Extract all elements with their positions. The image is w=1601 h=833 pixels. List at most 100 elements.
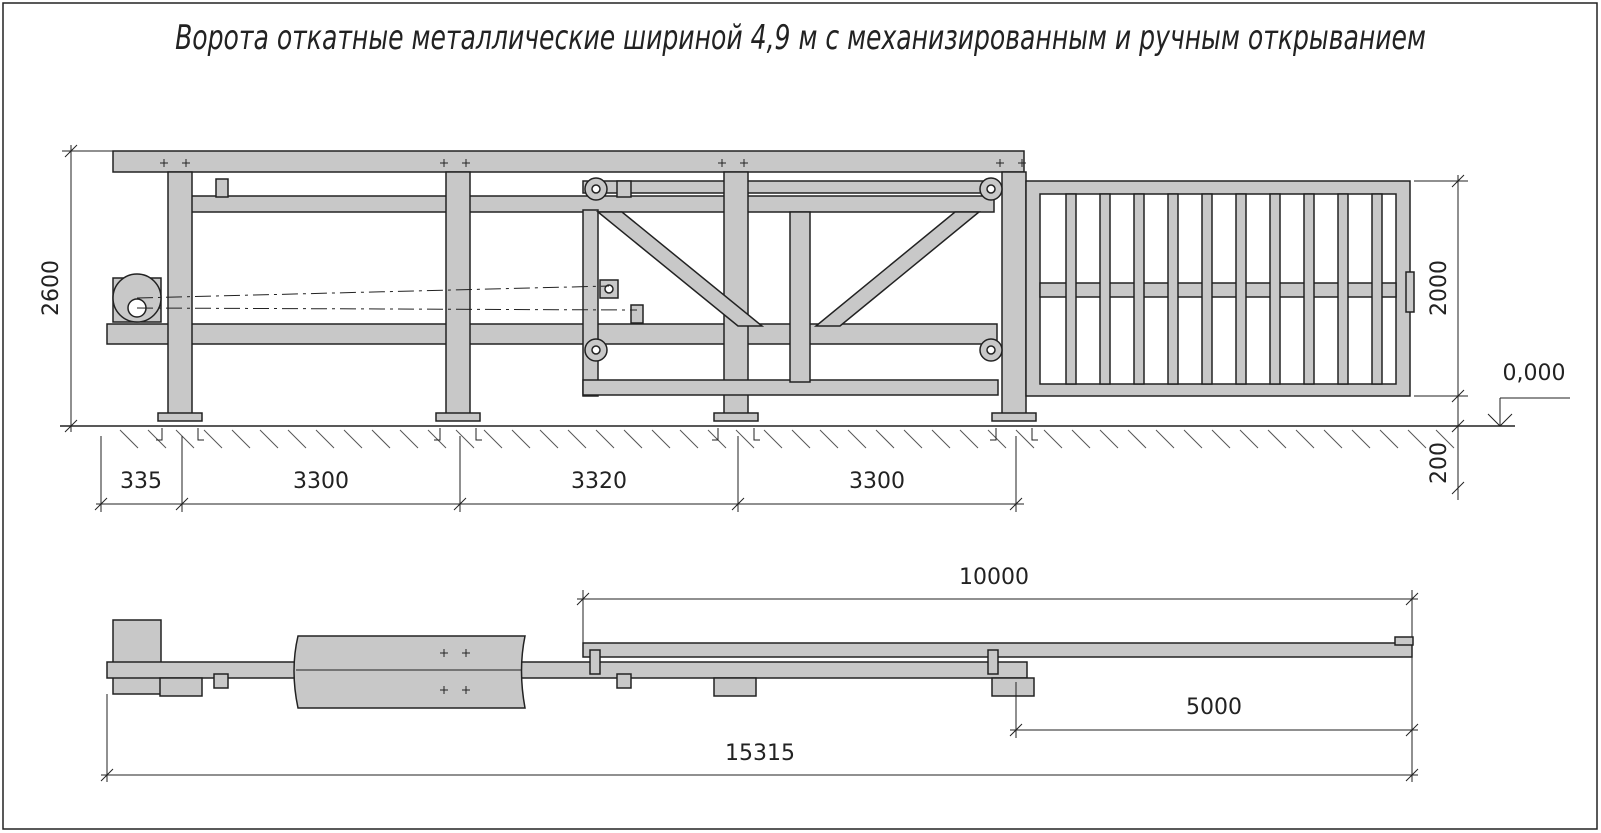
hatch-line [987,429,1007,449]
hatch-line [1379,429,1399,449]
elevation-view [106,150,1415,422]
hatch-line [231,429,251,449]
hatch-line [735,429,755,449]
cable-upper [136,285,610,299]
hatch-line [455,429,475,449]
hatch-line [847,429,867,449]
plan-guide-rail [106,661,1028,679]
roller-top-1-axle [591,184,601,194]
plan-gate-latch [1394,636,1414,646]
roller-bottom-2-axle [986,345,996,355]
gate-bar [1235,193,1247,385]
truss-left-chord [582,209,599,397]
hatch-line [1239,429,1259,449]
hatch-line [763,429,783,449]
base-plate-1 [157,412,203,422]
cable-anchor-pin [604,284,614,294]
base-plate-3 [713,412,759,422]
hatch-line [1435,429,1455,449]
hatch-line [819,429,839,449]
gate-bar [1337,193,1349,385]
truss-middle-post [789,211,811,383]
hatch-line [147,429,167,449]
hatch-line [1183,429,1203,449]
plan-roller-1 [589,649,601,675]
hatch-line [539,429,559,449]
hatch-line [1043,429,1063,449]
hatch-line [1099,429,1119,449]
hatch-line [175,429,195,449]
posts [157,171,1037,422]
foundation-anchors [156,428,1038,441]
hatch-line [371,429,391,449]
drawing-title: Ворота откатные металлические шириной 4,… [175,18,1426,58]
gate-bar [1133,193,1145,385]
dim-height-total: 2600 [39,260,64,316]
plan-roller-2 [987,649,999,675]
hatch-line [623,429,643,449]
stopper-left [215,178,229,198]
dim-span-4: 3300 [849,469,905,494]
plan-wall-section [293,635,526,709]
dim-span-1: 335 [120,469,162,494]
top-beam [112,150,1025,173]
guide-rail [582,180,999,194]
plan-post-3 [713,677,757,697]
hatch-line [315,429,335,449]
dim-total-length: 15315 [725,741,795,766]
plan-bracket-1 [213,673,229,689]
hatch-line [1155,429,1175,449]
dim-foundation-depth: 200 [1427,442,1452,484]
cable-tensioner [630,304,644,324]
level-mark: 0,000 [1503,361,1566,386]
truss-diagonal-right [813,211,982,327]
hatch-line [959,429,979,449]
plan-bracket-2 [616,673,632,689]
bolt-marks [160,159,1026,167]
base-plate-4 [991,412,1037,422]
hatch-line [1015,429,1035,449]
gate-bar [1371,193,1383,385]
hatch-line [343,429,363,449]
roller-bottom-1-axle [591,345,601,355]
hatch-line [1351,429,1371,449]
hatch-line [791,429,811,449]
hatch-line [1211,429,1231,449]
gate-bar [1269,193,1281,385]
post-1 [167,171,193,421]
roller-top-2-axle [986,184,996,194]
gate-bar [1201,193,1213,385]
gate-latch [1405,271,1415,313]
hatch-line [931,429,951,449]
ground-hatch [119,429,1455,449]
hatch-line [875,429,895,449]
stopper-top [616,180,632,198]
dim-gate-leaf-length: 10000 [959,565,1029,590]
gate-truss [582,209,999,397]
base-plate-2 [435,412,481,422]
hatch-line [1295,429,1315,449]
dim-span-2: 3300 [293,469,349,494]
hatch-line [203,429,223,449]
rollers [215,177,1003,362]
dim-opening-width: 5000 [1186,695,1242,720]
hatch-line [511,429,531,449]
hatch-line [259,429,279,449]
gate-bar [1099,193,1111,385]
gate-leaf [1025,180,1415,397]
post-4 [1001,171,1027,421]
cable-lower [136,307,638,311]
dim-span-3: 3320 [571,469,627,494]
hatch-line [399,429,419,449]
truss-diagonal-left [595,211,765,327]
hatch-line [651,429,671,449]
hatch-line [903,429,923,449]
plan-drive-housing [112,619,162,695]
hatch-line [119,429,139,449]
hatch-line [427,429,447,449]
lower-rail [106,323,998,345]
dim-height-gate: 2000 [1427,260,1452,316]
